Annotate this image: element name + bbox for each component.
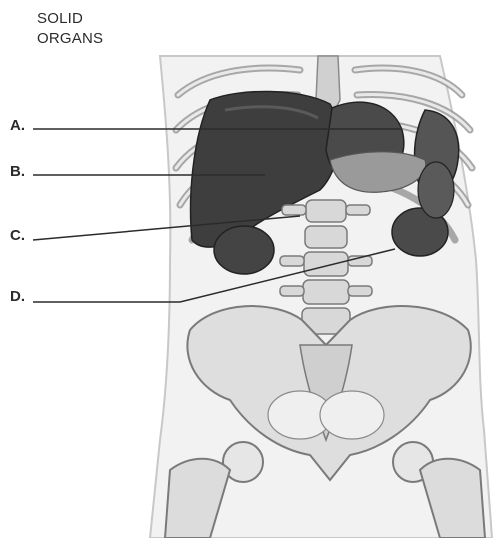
- diagram-title: SOLID ORGANS: [37, 9, 103, 49]
- label-b: B.: [10, 163, 25, 180]
- kidney-right: [214, 226, 274, 274]
- label-d: D.: [10, 288, 25, 305]
- spine: [302, 200, 350, 334]
- label-c: C.: [10, 227, 25, 244]
- title-line-1: SOLID: [37, 9, 103, 29]
- title-line-2: ORGANS: [37, 29, 103, 49]
- label-a: A.: [10, 117, 25, 134]
